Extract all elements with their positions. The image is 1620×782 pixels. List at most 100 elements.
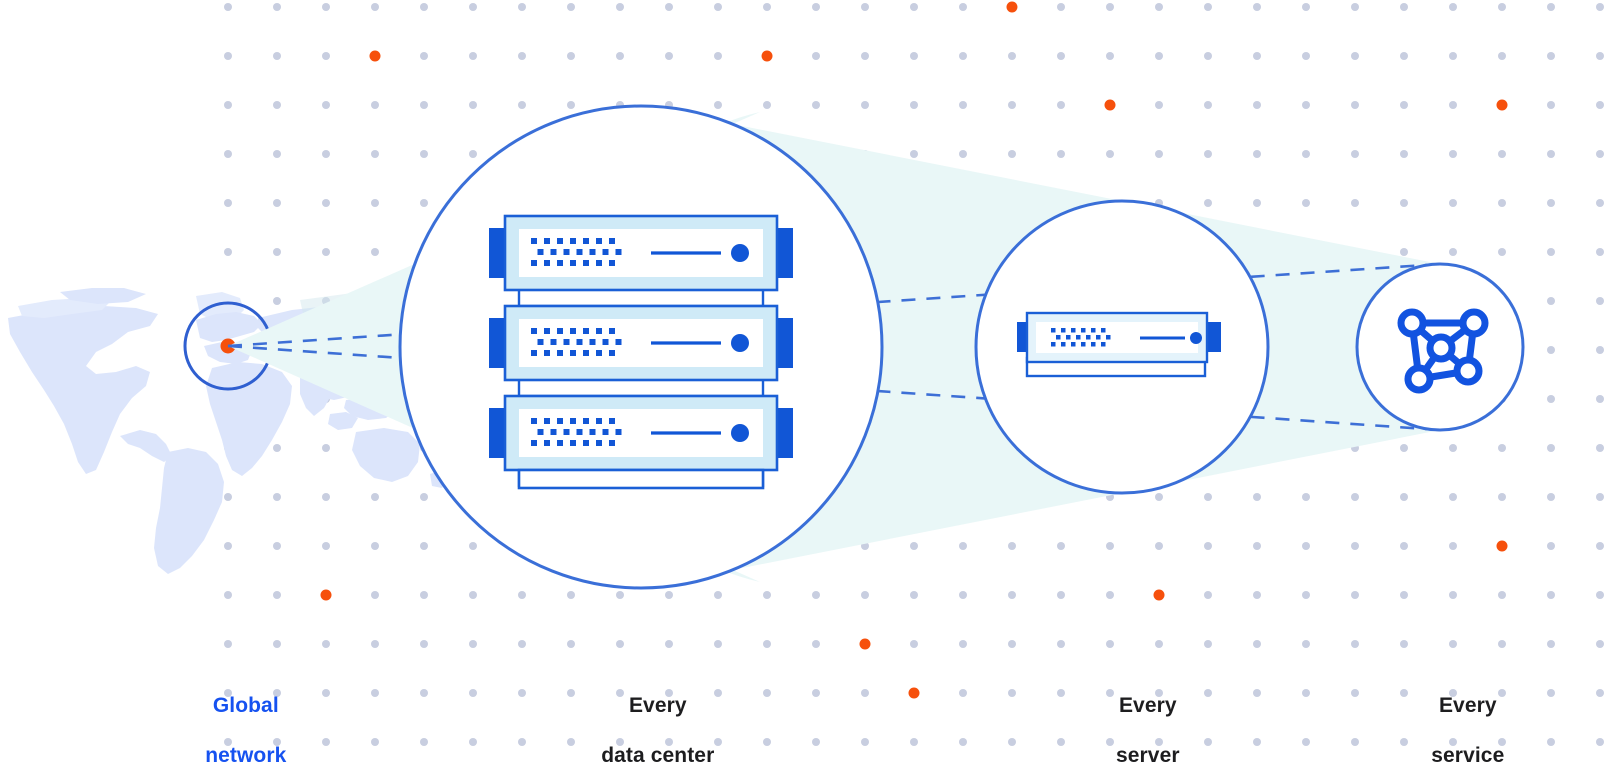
grid-dot bbox=[1547, 199, 1555, 207]
grid-dot-accent bbox=[1496, 540, 1508, 552]
grid-dot bbox=[1400, 101, 1408, 109]
funnel-server-to-service bbox=[1122, 201, 1440, 493]
rack-status-led bbox=[731, 334, 749, 352]
grid-dot bbox=[1351, 493, 1359, 501]
grid-dot bbox=[763, 101, 771, 109]
grid-dot bbox=[1253, 150, 1261, 158]
grid-dot bbox=[861, 3, 869, 11]
server-circle bbox=[974, 199, 1270, 495]
grid-dot bbox=[1498, 52, 1506, 60]
grid-dot bbox=[1302, 3, 1310, 11]
grid-dot bbox=[420, 52, 428, 60]
grid-dot bbox=[420, 591, 428, 599]
rack-dot-matrix bbox=[531, 238, 622, 266]
grid-dot bbox=[1351, 52, 1359, 60]
grid-dot bbox=[273, 297, 281, 305]
grid-dot bbox=[518, 591, 526, 599]
grid-dot bbox=[1302, 542, 1310, 550]
grid-dot bbox=[1498, 3, 1506, 11]
grid-dot bbox=[567, 101, 575, 109]
grid-dot bbox=[469, 52, 477, 60]
grid-dot bbox=[273, 542, 281, 550]
grid-dot bbox=[1400, 493, 1408, 501]
label-service-line2: service bbox=[1431, 744, 1505, 767]
grid-dot bbox=[714, 689, 722, 697]
grid-dot bbox=[763, 689, 771, 697]
grid-dot bbox=[665, 52, 673, 60]
grid-dot bbox=[322, 52, 330, 60]
grid-dot bbox=[1449, 101, 1457, 109]
grid-dot bbox=[1057, 52, 1065, 60]
grid-dot bbox=[1351, 738, 1359, 746]
grid-dot bbox=[959, 591, 967, 599]
grid-dot bbox=[420, 738, 428, 746]
grid-dot bbox=[1498, 493, 1506, 501]
grid-dot bbox=[420, 150, 428, 158]
grid-dot bbox=[1302, 199, 1310, 207]
grid-dot bbox=[812, 101, 820, 109]
grid-dot bbox=[1253, 542, 1261, 550]
grid-dot bbox=[469, 101, 477, 109]
grid-dot bbox=[1596, 444, 1604, 452]
grid-dot-accent bbox=[859, 638, 871, 650]
grid-dot bbox=[1204, 101, 1212, 109]
grid-dot bbox=[1596, 101, 1604, 109]
grid-dot bbox=[1204, 542, 1212, 550]
grid-dot bbox=[1449, 150, 1457, 158]
grid-dot bbox=[1155, 52, 1163, 60]
grid-dot bbox=[224, 101, 232, 109]
grid-dot bbox=[1155, 542, 1163, 550]
rack-unit-panel bbox=[519, 409, 763, 457]
rack-status-led bbox=[731, 244, 749, 262]
grid-dot bbox=[910, 738, 918, 746]
grid-dot bbox=[1302, 591, 1310, 599]
grid-dot bbox=[1351, 591, 1359, 599]
grid-dot bbox=[469, 591, 477, 599]
grid-dot bbox=[763, 640, 771, 648]
grid-dot bbox=[861, 101, 869, 109]
grid-dot bbox=[714, 640, 722, 648]
grid-dot bbox=[1008, 591, 1016, 599]
grid-dot bbox=[273, 689, 281, 697]
grid-dot bbox=[1106, 738, 1114, 746]
rack-unit-left-tab bbox=[489, 318, 507, 368]
rack-unit bbox=[489, 214, 793, 308]
grid-dot bbox=[910, 640, 918, 648]
grid-dot bbox=[224, 248, 232, 256]
grid-dot bbox=[1008, 689, 1016, 697]
grid-dot bbox=[1351, 199, 1359, 207]
label-server-line2: server bbox=[1115, 744, 1180, 767]
grid-dot bbox=[1204, 199, 1212, 207]
rack-unit-left-tab bbox=[489, 228, 507, 278]
grid-dot bbox=[469, 3, 477, 11]
grid-dot-accent bbox=[1104, 99, 1116, 111]
grid-dot bbox=[1008, 640, 1016, 648]
grid-dot bbox=[1253, 3, 1261, 11]
grid-dot bbox=[273, 150, 281, 158]
grid-dot bbox=[420, 640, 428, 648]
grid-dot bbox=[1547, 248, 1555, 256]
label-dc-line1: Every bbox=[628, 694, 687, 717]
label-every-data-center: Every data center bbox=[540, 668, 740, 782]
grid-dot bbox=[1498, 444, 1506, 452]
grid-dot bbox=[1155, 493, 1163, 501]
grid-dot bbox=[1596, 591, 1604, 599]
grid-dot bbox=[1106, 3, 1114, 11]
grid-dot bbox=[420, 3, 428, 11]
grid-dot bbox=[1449, 199, 1457, 207]
grid-dot bbox=[273, 444, 281, 452]
label-global-network: Global network bbox=[128, 668, 328, 782]
grid-dot bbox=[616, 3, 624, 11]
grid-dot-accent bbox=[369, 50, 381, 62]
grid-dot bbox=[1302, 493, 1310, 501]
grid-dot bbox=[1302, 52, 1310, 60]
grid-dot bbox=[273, 640, 281, 648]
grid-dot bbox=[910, 101, 918, 109]
grid-dot bbox=[1106, 150, 1114, 158]
grid-dot bbox=[371, 3, 379, 11]
grid-dot bbox=[616, 689, 624, 697]
grid-dot bbox=[1596, 346, 1604, 354]
label-every-service: Every service bbox=[1350, 668, 1550, 782]
grid-dot bbox=[1351, 3, 1359, 11]
grid-dot bbox=[959, 640, 967, 648]
